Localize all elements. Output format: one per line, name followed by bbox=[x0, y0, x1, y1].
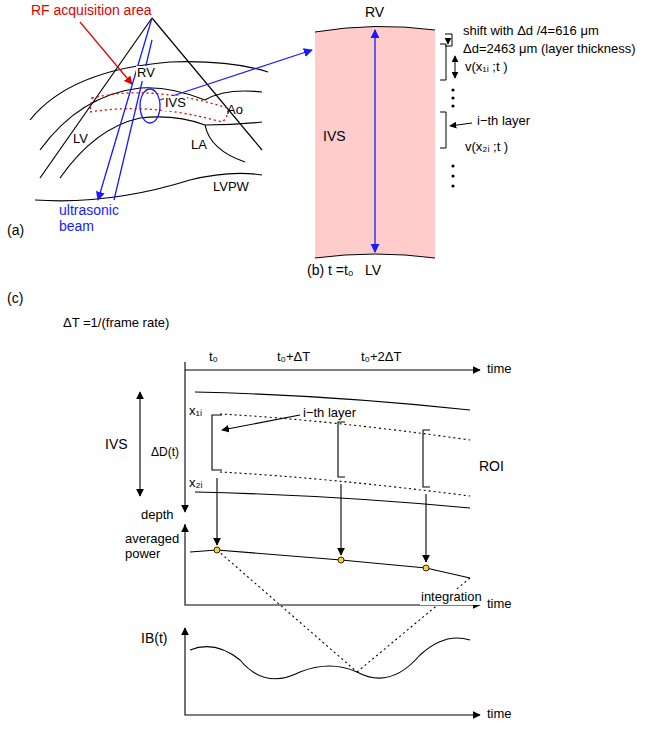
label: LV bbox=[364, 262, 382, 278]
label: t₀+ΔT bbox=[276, 350, 311, 365]
label: i−th layer bbox=[302, 406, 357, 421]
illustration-stroke bbox=[185, 628, 480, 715]
label: IVS bbox=[322, 128, 347, 144]
label: (c) bbox=[6, 290, 24, 306]
illustration-stroke bbox=[451, 184, 454, 187]
label: integration bbox=[420, 590, 483, 605]
illustration-stroke bbox=[222, 415, 300, 430]
beam-line bbox=[98, 18, 152, 200]
illustration-stroke bbox=[205, 91, 262, 100]
illustration-stroke bbox=[195, 492, 470, 508]
illustration-stroke bbox=[451, 88, 454, 91]
illustration-stroke bbox=[184, 362, 185, 512]
illustration-stroke bbox=[205, 125, 245, 162]
illustration-stroke bbox=[60, 117, 205, 178]
label: time bbox=[486, 707, 513, 722]
label: RV bbox=[136, 66, 156, 81]
illustration-stroke bbox=[139, 392, 140, 496]
label: LA bbox=[190, 138, 208, 153]
beam-ellipse bbox=[140, 89, 160, 123]
illustration-stroke bbox=[30, 62, 268, 120]
illustration-stroke bbox=[184, 524, 185, 530]
label: v(x₂ᵢ ;t ) bbox=[464, 140, 509, 155]
lv-border bbox=[315, 254, 435, 258]
illustration-stroke bbox=[40, 18, 152, 178]
illustration-stroke bbox=[212, 415, 222, 470]
label: IB(t) bbox=[140, 630, 168, 646]
illustration-stroke bbox=[423, 430, 430, 487]
illustration-stroke bbox=[338, 557, 344, 563]
label: ROI bbox=[478, 458, 505, 474]
illustration-stroke bbox=[451, 174, 454, 177]
illustration-stroke bbox=[216, 478, 217, 545]
sample-points bbox=[214, 547, 429, 571]
illustration-stroke bbox=[190, 550, 470, 578]
label: v(x₁ᵢ ;t ) bbox=[464, 60, 509, 75]
label: (a) bbox=[6, 222, 25, 238]
red-pointer bbox=[80, 22, 132, 84]
label: t₀ bbox=[208, 350, 219, 365]
layer-dots bbox=[451, 88, 454, 187]
label: i−th layer bbox=[476, 114, 531, 129]
illustration-stroke bbox=[185, 369, 480, 370]
label: RF acquisition area bbox=[30, 2, 153, 18]
label: t₀+2ΔT bbox=[360, 350, 402, 365]
illustration-stroke bbox=[205, 122, 262, 125]
illustration-stroke bbox=[214, 547, 220, 553]
illustration-stroke bbox=[340, 484, 341, 555]
panel-c bbox=[140, 362, 480, 715]
label: ΔD(t) bbox=[150, 446, 180, 460]
illustration-stroke bbox=[425, 494, 426, 562]
label: ultrasonic beam bbox=[58, 202, 132, 234]
illustration-stroke bbox=[451, 164, 454, 167]
ivs-region bbox=[315, 26, 435, 258]
illustration-stroke bbox=[190, 638, 470, 679]
label: x₂ᵢ bbox=[188, 476, 204, 491]
label: Δd=2463 μm (layer thickness) bbox=[462, 42, 637, 57]
label: IVS bbox=[164, 96, 187, 111]
label: time bbox=[486, 362, 513, 377]
label: averaged power bbox=[124, 532, 186, 562]
label: LV bbox=[72, 132, 89, 147]
label: shift with Δd /4=616 μm bbox=[462, 24, 600, 39]
illustration-stroke bbox=[440, 44, 446, 80]
illustration-stroke bbox=[35, 173, 262, 201]
illustration-stroke bbox=[217, 550, 357, 672]
illustration-stroke bbox=[220, 472, 470, 496]
label: x₁ᵢ bbox=[188, 404, 203, 419]
heart-sketch bbox=[30, 18, 268, 201]
illustration-stroke bbox=[455, 56, 456, 78]
label: LVPW bbox=[212, 180, 250, 195]
label: ΔT =1/(frame rate) bbox=[62, 316, 170, 331]
label: RV bbox=[364, 4, 385, 20]
label: IVS bbox=[104, 436, 129, 452]
label: Ao bbox=[226, 103, 244, 118]
label: time bbox=[486, 597, 513, 612]
illustration-stroke bbox=[451, 104, 454, 107]
beam-line bbox=[114, 40, 152, 200]
illustration-stroke bbox=[450, 123, 472, 126]
illustration-stroke bbox=[440, 112, 446, 148]
illustration-stroke bbox=[338, 422, 345, 477]
illustration-stroke bbox=[451, 96, 454, 99]
label: (b) t =t₀ bbox=[306, 262, 355, 278]
zoom-arrow bbox=[160, 50, 312, 100]
label: depth bbox=[140, 508, 175, 523]
ivs-span bbox=[374, 30, 375, 252]
illustration-stroke bbox=[448, 38, 449, 44]
illustration-stroke bbox=[423, 565, 429, 571]
